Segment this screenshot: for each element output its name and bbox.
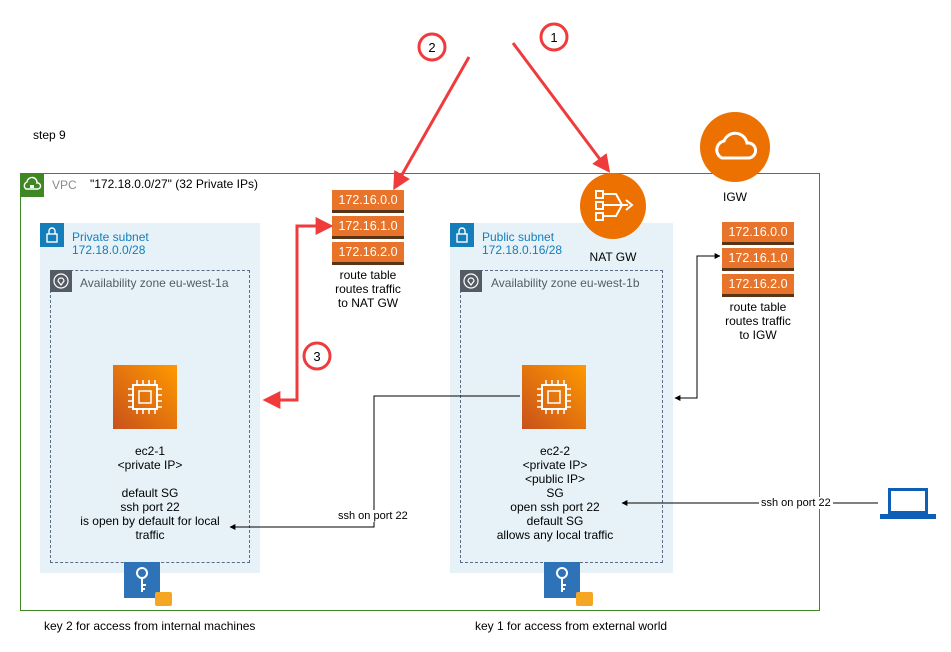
arrow-2-to-private-route-table [393, 56, 471, 191]
caption-line: <private IP> [117, 458, 183, 472]
ec2-instance-icon [522, 365, 586, 429]
lock-icon [450, 223, 474, 247]
step-label: step 9 [33, 128, 66, 142]
ec2-2-caption: ec2-2 <private IP> <public IP> SG open s… [470, 444, 640, 542]
caption-line: routes traffic [335, 282, 401, 296]
caption-line: ssh port 22 [120, 500, 180, 514]
nat-gateway-label: NAT GW [589, 250, 637, 264]
ec2-instance-icon [113, 365, 177, 429]
vpc-label: VPC [52, 178, 77, 192]
route-table-private-caption: route table routes traffic to NAT GW [298, 268, 438, 310]
route-row: 172.16.1.0 [722, 248, 794, 271]
caption-line: default SG [526, 514, 584, 528]
route-row: 172.16.0.0 [722, 222, 794, 245]
caption-line: route table [339, 268, 397, 282]
arrow-3-route-table-to-private-subnet [262, 217, 334, 409]
location-pin-icon [460, 270, 482, 292]
key2-caption: key 2 for access from internal machines [44, 619, 256, 633]
lock-icon [40, 223, 64, 247]
nat-gateway-icon [580, 173, 646, 239]
route-row: 172.16.1.0 [332, 216, 404, 239]
key-icon [544, 562, 580, 598]
caption-line: is open by default for local [80, 514, 220, 528]
badge-2: 2 [417, 32, 447, 62]
caption-line: routes traffic [725, 314, 791, 328]
route-table-public-caption: route table routes traffic to IGW [688, 300, 828, 342]
lock-icon [155, 592, 172, 606]
arrow-1-to-nat-gateway [511, 42, 611, 173]
route-row: 172.16.2.0 [722, 274, 794, 297]
caption-line: open ssh port 22 [510, 500, 600, 514]
private-subnet-title: Private subnet [72, 230, 149, 244]
igw-label: IGW [723, 190, 747, 204]
caption-line: allows any local traffic [496, 528, 614, 542]
az-label-1b: Availability zone eu-west-1b [491, 276, 640, 290]
edge-label-ssh-internal: ssh on port 22 [336, 510, 410, 522]
badge-3: 3 [302, 341, 332, 371]
lock-icon [576, 592, 593, 606]
route-row: 172.16.0.0 [332, 190, 404, 213]
ssh-internal-edge [229, 395, 520, 530]
route-table-private: 172.16.0.0 172.16.1.0 172.16.2.0 [332, 190, 404, 265]
az-label-1a: Availability zone eu-west-1a [80, 276, 229, 290]
caption-line: <private IP> [522, 458, 588, 472]
internet-gateway-icon [700, 112, 770, 182]
location-pin-icon [50, 270, 72, 292]
caption-line: traffic [135, 528, 165, 542]
route-row: 172.16.2.0 [332, 242, 404, 265]
caption-line: ec2-2 [539, 444, 571, 458]
badge-1: 1 [539, 22, 569, 52]
edge-label-ssh-external: ssh on port 22 [759, 497, 833, 509]
key1-caption: key 1 for access from external world [475, 619, 668, 633]
svg-text:2: 2 [428, 40, 435, 55]
laptop-icon [878, 486, 938, 522]
caption-line: SG [546, 486, 564, 500]
caption-line: default SG [121, 486, 179, 500]
igw-route-table-link [674, 253, 721, 401]
private-subnet-cidr: 172.18.0.0/28 [72, 243, 146, 257]
route-table-public: 172.16.0.0 172.16.1.0 172.16.2.0 [722, 222, 794, 297]
cloud-lock-icon [20, 173, 44, 197]
vpc-cidr-note: "172.18.0.0/27" (32 Private IPs) [90, 177, 258, 191]
public-subnet-cidr: 172.18.0.16/28 [482, 243, 563, 257]
caption-line: ec2-1 [134, 444, 166, 458]
caption-line: route table [729, 300, 787, 314]
public-subnet-title: Public subnet [482, 230, 555, 244]
caption-line: to IGW [739, 328, 777, 342]
caption-line: <public IP> [524, 472, 586, 486]
vpc-group [20, 173, 820, 611]
caption-line: to NAT GW [337, 296, 399, 310]
svg-text:3: 3 [313, 349, 320, 364]
svg-text:1: 1 [550, 30, 557, 45]
ec2-1-caption: ec2-1 <private IP> default SG ssh port 2… [55, 444, 245, 542]
key-icon [124, 562, 160, 598]
